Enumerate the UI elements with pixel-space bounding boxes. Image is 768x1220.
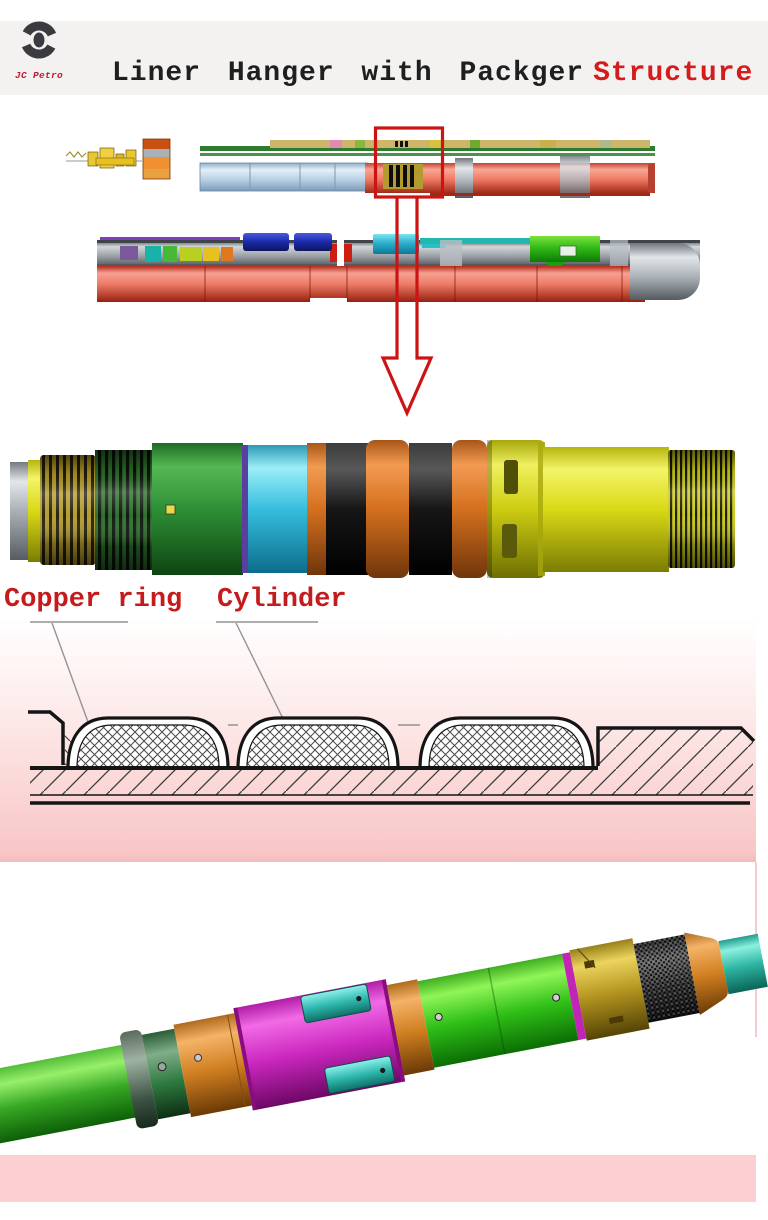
cad-lower-green-component — [530, 236, 600, 272]
zoom-callout — [373, 126, 445, 418]
header-band — [0, 21, 768, 95]
copper-cone — [684, 932, 728, 1015]
packer-element-rings — [307, 440, 487, 578]
teal-insert-bottom — [324, 1055, 395, 1094]
zoom-arrow — [380, 197, 434, 418]
brand-text: JC Petro — [14, 70, 63, 81]
bottom-pink-band — [0, 1155, 756, 1202]
jcpetro-logo-icon — [20, 21, 58, 59]
gold-slip-section — [569, 938, 650, 1041]
teal-insert-top — [300, 983, 372, 1024]
packer-rings-highlighted — [383, 164, 423, 189]
cad-upper-drawing — [65, 138, 655, 198]
assembly-render-figure — [0, 932, 768, 1145]
copper-ring-label: Copper ring — [4, 585, 183, 615]
gold-thread-section — [40, 455, 96, 565]
knurled-slip-teeth — [633, 934, 700, 1023]
title-accent: Structure — [593, 58, 754, 89]
yellow-cylinder-section — [543, 447, 669, 572]
packing-element-domes — [66, 716, 595, 769]
copper-ring-collar — [386, 979, 435, 1076]
pin-end — [10, 460, 42, 562]
flange-disc — [120, 1030, 159, 1129]
magenta-ring — [562, 952, 587, 1041]
green-tube — [0, 1044, 140, 1145]
packer-cross-section — [28, 710, 756, 805]
assembly-body — [0, 932, 768, 1145]
dark-green-collar — [141, 1028, 191, 1120]
green-cylinder — [417, 953, 579, 1068]
green-cylinder-section — [152, 443, 248, 575]
yellow-thread-end — [668, 450, 735, 568]
packer-render-figure — [10, 440, 735, 578]
copper-cylinder — [173, 1013, 252, 1118]
cylinder-label: Cylinder — [217, 585, 347, 615]
highlight-box — [373, 126, 445, 199]
page-title: Liner Hanger with Packger Structure — [112, 58, 753, 89]
cyan-cylinder-section — [248, 445, 308, 573]
castellated-collar — [487, 440, 545, 578]
title-main: Liner Hanger with Packger — [112, 58, 585, 89]
teal-tube — [718, 933, 768, 995]
cad-upper-connector — [142, 138, 171, 180]
dark-green-thread-section — [95, 450, 153, 570]
magenta-section — [233, 979, 406, 1111]
cross-section-figure — [28, 621, 756, 805]
cad-overview-figure — [65, 126, 700, 418]
